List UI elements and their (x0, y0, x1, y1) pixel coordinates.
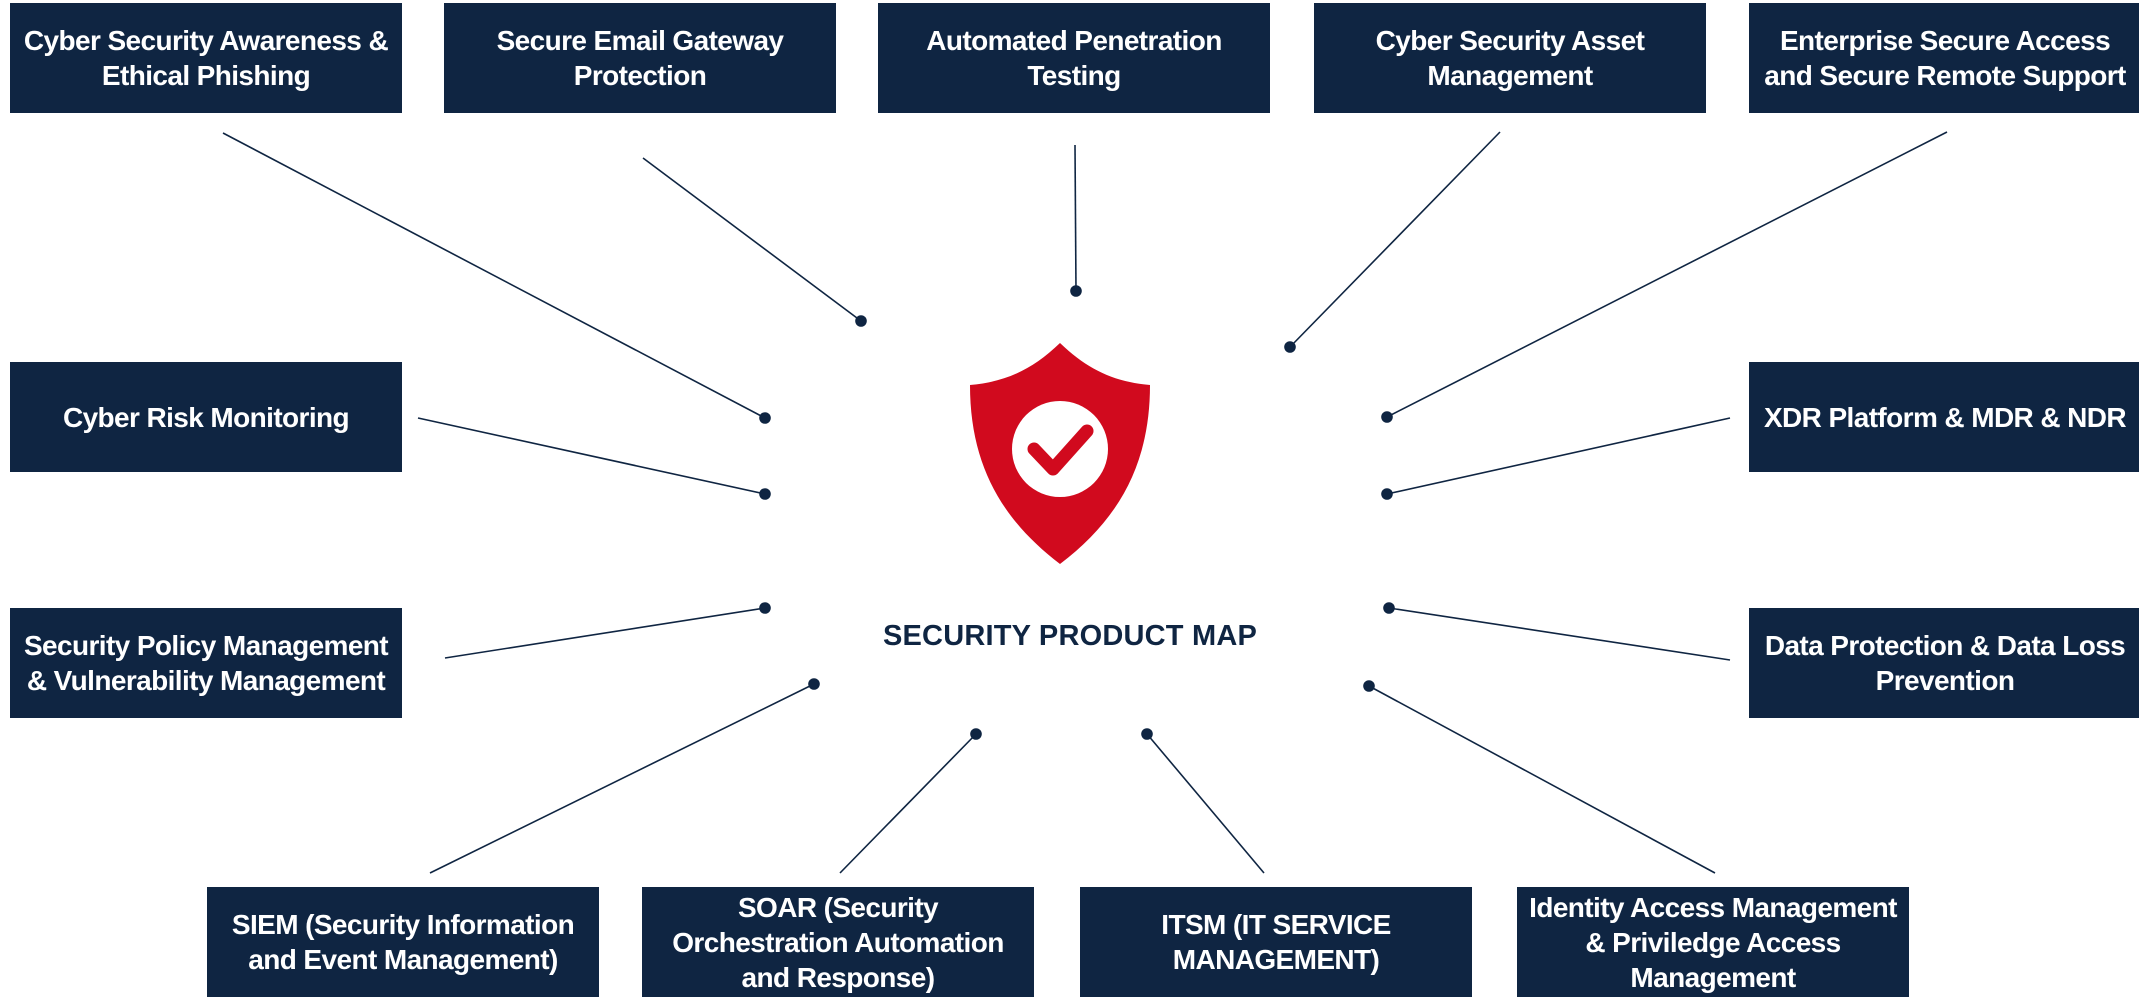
product-box-email[interactable]: Secure Email Gateway Protection (444, 3, 836, 113)
connector-dot-asset (1284, 341, 1296, 353)
product-label: ITSM (IT SERVICE MANAGEMENT) (1161, 909, 1391, 975)
product-box-policy[interactable]: Security Policy Management & Vulnerabili… (10, 608, 402, 718)
connector-dot-policy (759, 602, 771, 614)
connector-itsm (1146, 733, 1265, 874)
connector-awareness (222, 132, 766, 419)
product-box-asset[interactable]: Cyber Security Asset Management (1314, 3, 1706, 113)
connector-remote (1386, 131, 1948, 418)
shield-check-icon (970, 343, 1150, 564)
product-box-itsm[interactable]: ITSM (IT SERVICE MANAGEMENT) (1080, 887, 1472, 997)
connector-dot-xdr (1381, 488, 1393, 500)
product-label: Data Protection & Data Loss Prevention (1764, 630, 2126, 696)
connector-dlp (1388, 607, 1731, 661)
connector-dot-iam (1363, 680, 1375, 692)
connector-xdr (1386, 417, 1731, 495)
product-box-remote[interactable]: Enterprise Secure Access and Secure Remo… (1749, 3, 2139, 113)
product-label: SIEM (Security Information and Event Man… (231, 909, 575, 975)
product-label: Cyber Security Asset Management (1375, 25, 1645, 91)
connector-risk (417, 417, 766, 495)
product-box-dlp[interactable]: Data Protection & Data Loss Prevention (1749, 608, 2139, 718)
connector-dot-remote (1381, 411, 1393, 423)
page-title: SECURITY PRODUCT MAP (882, 620, 1258, 652)
connector-dot-dlp (1383, 602, 1395, 614)
product-box-siem[interactable]: SIEM (Security Information and Event Man… (207, 887, 599, 997)
connector-pentest (1074, 144, 1077, 292)
product-label: Security Policy Management & Vulnerabili… (23, 630, 389, 696)
connector-dot-risk (759, 488, 771, 500)
product-box-xdr[interactable]: XDR Platform & MDR & NDR (1749, 362, 2139, 472)
connector-dot-soar (970, 728, 982, 740)
connector-dot-email (855, 315, 867, 327)
connector-email (642, 157, 862, 322)
product-label: Cyber Security Awareness & Ethical Phish… (23, 25, 389, 91)
connector-dot-pentest (1070, 285, 1082, 297)
connector-asset (1289, 131, 1501, 348)
connector-soar (839, 733, 977, 874)
connector-iam (1368, 685, 1716, 874)
product-label: Secure Email Gateway Protection (496, 25, 784, 91)
connector-dot-itsm (1141, 728, 1153, 740)
connector-siem (429, 683, 815, 874)
product-box-risk[interactable]: Cyber Risk Monitoring (10, 362, 402, 472)
product-label: Identity Access Management & Priviledge … (1529, 891, 1897, 993)
product-label: Automated Penetration Testing (926, 25, 1222, 91)
product-box-iam[interactable]: Identity Access Management & Priviledge … (1517, 887, 1909, 997)
product-box-awareness[interactable]: Cyber Security Awareness & Ethical Phish… (10, 3, 402, 113)
product-label: Cyber Risk Monitoring (62, 401, 350, 433)
product-label: Enterprise Secure Access and Secure Remo… (1764, 25, 2126, 91)
product-box-soar[interactable]: SOAR (Security Orchestration Automation … (642, 887, 1034, 997)
connector-policy (444, 607, 766, 659)
product-label: SOAR (Security Orchestration Automation … (672, 891, 1004, 993)
product-label: XDR Platform & MDR & NDR (1763, 401, 2127, 433)
connector-dot-awareness (759, 412, 771, 424)
product-box-pentest[interactable]: Automated Penetration Testing (878, 3, 1270, 113)
connector-dot-siem (808, 678, 820, 690)
